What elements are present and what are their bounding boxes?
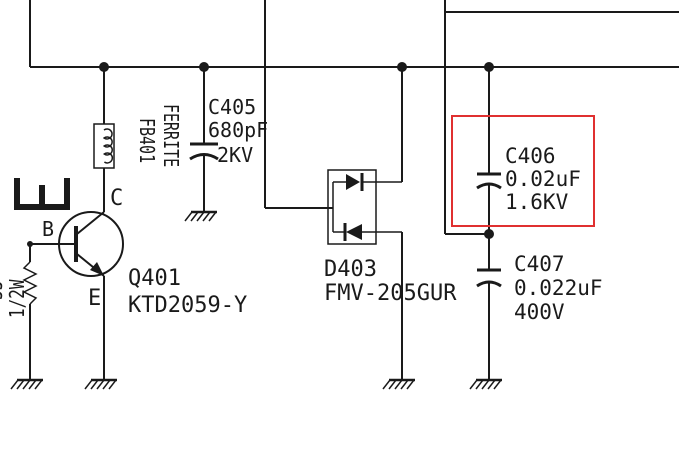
- q401-pin-e-label: E: [88, 286, 101, 311]
- c407-value-label: 0.022uF: [514, 276, 603, 300]
- c406-voltage-label: 1.6KV: [505, 190, 569, 214]
- resistor-power-label: 1/2W: [6, 279, 29, 318]
- c405-capacitor: C405 680pF 2KV: [189, 67, 268, 212]
- ground-icon: [10, 378, 43, 390]
- q401-ref-label: Q401: [128, 266, 181, 291]
- ground-icon: [184, 210, 217, 222]
- c405-ref-label: C405: [208, 95, 256, 119]
- q401-transistor: B C E Q401 KTD2059-Y: [30, 186, 247, 380]
- ground-symbol-icon: [14, 178, 70, 210]
- fb401-ref-label: FB401: [134, 118, 157, 163]
- c405-value-label: 680pF: [208, 118, 268, 142]
- fb401-type-label: FERRITE: [158, 104, 181, 167]
- ground-icon: [84, 378, 117, 390]
- d403-ref-label: D403: [324, 257, 377, 282]
- fb401-ferrite: FB401 FERRITE: [93, 67, 181, 212]
- q401-pin-c-label: C: [110, 186, 123, 211]
- c407-ref-label: C407: [514, 252, 565, 276]
- c406-capacitor: C406 0.02uF 1.6KV: [476, 67, 581, 234]
- q401-pin-b-label: B: [42, 217, 54, 241]
- ground-symbols: [10, 210, 502, 390]
- ground-icon: [469, 378, 502, 390]
- c405-voltage-label: 2KV: [217, 143, 253, 167]
- junction-dots: [27, 62, 494, 247]
- q401-part-label: KTD2059-Y: [128, 293, 247, 318]
- ground-icon: [382, 378, 415, 390]
- c406-ref-label: C406: [505, 144, 556, 168]
- highlight-box: [451, 115, 595, 227]
- top-wires: [29, 0, 679, 235]
- d403-part-label: FMV-205GUR: [324, 281, 457, 306]
- c406-value-label: 0.02uF: [505, 167, 581, 191]
- resistor-33: 33 1/2W: [0, 244, 38, 380]
- c407-capacitor: C407 0.022uF 400V: [476, 234, 603, 380]
- c407-voltage-label: 400V: [514, 300, 565, 324]
- d403-diode: D403 FMV-205GUR: [264, 67, 457, 380]
- resistor-value-label: 33: [0, 281, 8, 300]
